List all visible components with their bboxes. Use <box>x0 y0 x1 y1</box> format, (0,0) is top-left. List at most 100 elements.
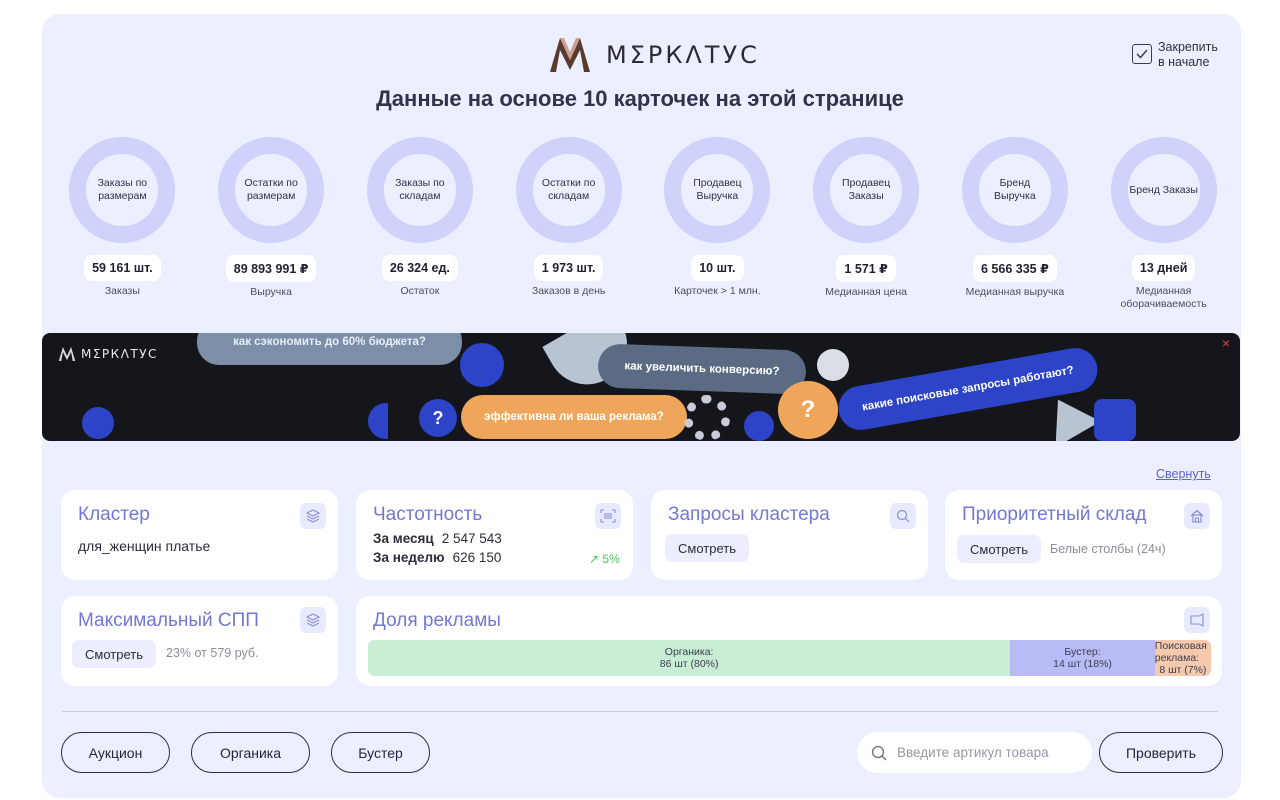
stat-item: Остатки по складам 1 973 шт. Заказов в д… <box>494 137 643 311</box>
barcode-icon[interactable] <box>595 503 621 529</box>
collapse-link[interactable]: Свернуть <box>1156 467 1211 481</box>
donut-label: Продавец Заказы <box>841 177 891 202</box>
frequency-card: Частотность За месяц 2 547 543 За неделю 6… <box>356 490 633 580</box>
donut-label: Заказы по складам <box>395 177 445 202</box>
segment-booster: Бустер:14 шт (18%) <box>1010 640 1155 676</box>
view-queries-button[interactable]: Смотреть <box>665 534 749 562</box>
layers-icon[interactable] <box>300 503 326 529</box>
search-icon <box>871 745 887 760</box>
segment-label: Поисковая реклама: <box>1154 640 1207 664</box>
segment-organic: Органика:86 шт (80%) <box>368 640 1011 676</box>
stat-caption: Заказы <box>104 285 140 297</box>
decor-circle <box>744 411 774 441</box>
donut-label: Бренд Выручка <box>994 177 1036 202</box>
segment-label: Бустер: <box>1064 646 1101 658</box>
card-title: Частотность <box>373 504 483 525</box>
segment-label: Органика: <box>664 646 714 658</box>
cluster-queries-card: Запросы кластера Смотреть <box>651 490 928 580</box>
pin-to-top-checkbox[interactable]: Закрепить в начале <box>1132 40 1228 70</box>
page-title: Данные на основе 10 карточек на этой стр… <box>376 86 904 111</box>
stat-value: 13 дней <box>1131 255 1196 281</box>
spp-note: 23% от 579 руб. <box>166 646 259 660</box>
max-spp-card: Максимальный СПП Смотреть 23% от 579 руб… <box>61 596 338 686</box>
stat-value: 89 893 991 ₽ <box>225 255 317 282</box>
cluster-value: для_женщин платье <box>78 538 211 554</box>
stat-caption: Карточек > 1 млн. <box>674 285 761 297</box>
pin-label-line2: в начале <box>1158 55 1210 69</box>
check-button[interactable]: Проверить <box>1099 732 1223 773</box>
card-title: Приоритетный склад <box>962 504 1147 525</box>
segment-value: 8 шт (7%) <box>1159 664 1207 676</box>
ad-banner[interactable]: МΣРКΛТУС как сэкономить до 60% бюджета? … <box>42 333 1240 441</box>
banner-pill-ads: эффективна ли ваша реклама? <box>461 395 687 439</box>
cluster-card: Кластер для_женщин платье <box>61 490 338 580</box>
donut-label: Заказы по размерам <box>97 177 148 202</box>
segment-value: 14 шт (18%) <box>1053 658 1112 670</box>
trend-up-badge: ↗ 5% <box>589 552 620 566</box>
donut-label: Остатки по складам <box>541 177 596 202</box>
check-icon[interactable] <box>1132 44 1152 64</box>
month-value: 2 547 543 <box>441 531 502 546</box>
donut-label: Бренд Заказы <box>1129 183 1198 196</box>
organic-button[interactable]: Органика <box>191 732 310 773</box>
card-title: Максимальный СПП <box>78 610 259 631</box>
card-title: Кластер <box>78 504 150 525</box>
donut-chart-button[interactable]: Заказы по размерам <box>69 137 176 243</box>
segment-search-ads: Поисковая реклама:8 шт (7%) <box>1154 640 1211 676</box>
stat-value: 59 161 шт. <box>84 255 161 281</box>
decor-square <box>1094 399 1136 441</box>
donut-chart-button[interactable]: Продавец Заказы <box>813 137 920 243</box>
auction-button[interactable]: Аукцион <box>61 732 170 773</box>
week-value: 626 150 <box>452 550 502 565</box>
article-search-field[interactable] <box>857 732 1092 773</box>
article-input[interactable] <box>897 745 1087 760</box>
stat-item: Продавец Заказы 1 571 ₽ Медианная цена <box>792 137 941 311</box>
banner-logo: МΣРКΛТУС <box>58 347 158 361</box>
brand-name: МΣРКΛТУС <box>606 41 760 69</box>
stat-caption: Остаток <box>400 285 440 297</box>
layers-icon[interactable] <box>300 607 326 633</box>
ad-share-bar: Органика:86 шт (80%) Бустер:14 шт (18%) … <box>368 640 1211 676</box>
view-spp-button[interactable]: Смотреть <box>72 640 156 668</box>
home-icon[interactable] <box>1184 503 1210 529</box>
donut-chart-button[interactable]: Остатки по размерам <box>218 137 325 243</box>
megaphone-icon[interactable] <box>1184 607 1210 633</box>
view-warehouse-button[interactable]: Смотреть <box>957 535 1041 563</box>
banner-pill-conversion: как увеличить конверсию? <box>597 343 807 395</box>
stat-item: Бренд Заказы 13 дней Медианная оборачива… <box>1089 137 1238 311</box>
month-label: За месяц <box>373 531 434 546</box>
stat-caption: Выручка <box>250 286 292 298</box>
donut-chart-button[interactable]: Продавец Выручка <box>664 137 771 243</box>
donut-chart-button[interactable]: Заказы по складам <box>366 137 473 243</box>
week-label: За неделю <box>373 550 445 565</box>
stat-caption: Заказов в день <box>531 285 606 297</box>
logo-mark-icon <box>58 347 76 361</box>
chart-bubble-icon <box>460 343 504 387</box>
stat-value: 1 571 ₽ <box>836 255 896 282</box>
donut-chart-button[interactable]: Бренд Заказы <box>1110 137 1217 243</box>
segment-value: 86 шт (80%) <box>659 658 719 670</box>
donut-label: Остатки по размерам <box>244 177 298 202</box>
stat-item: Бренд Выручка 6 566 335 ₽ Медианная выру… <box>941 137 1090 311</box>
pie-icon <box>817 349 849 381</box>
question-icon: ? <box>778 381 838 439</box>
stat-caption: Медианная выручка <box>965 286 1065 298</box>
donut-chart-button[interactable]: Бренд Выручка <box>961 137 1068 243</box>
pin-label-line1: Закрепить <box>1158 40 1218 54</box>
close-icon[interactable]: × <box>1221 335 1230 351</box>
warehouse-note: Белые столбы (24ч) <box>1050 542 1166 556</box>
brand-logo: МΣРКΛТУС <box>548 38 760 72</box>
search-icon[interactable] <box>890 503 916 529</box>
card-title: Доля рекламы <box>373 610 501 631</box>
stat-value: 26 324 ед. <box>381 255 458 281</box>
ad-share-card: Доля рекламы Органика:86 шт (80%) Бустер… <box>356 596 1222 686</box>
frequency-week-row: За неделю 626 150 <box>373 550 501 565</box>
question-icon: ? <box>419 399 457 437</box>
stat-value: 1 973 шт. <box>533 255 604 281</box>
pin-label: Закрепить в начале <box>1158 40 1228 70</box>
divider <box>62 711 1218 712</box>
stat-value: 6 566 335 ₽ <box>972 255 1057 282</box>
gear-icon <box>684 395 730 441</box>
donut-chart-button[interactable]: Остатки по складам <box>515 137 622 243</box>
booster-button[interactable]: Бустер <box>331 732 430 773</box>
